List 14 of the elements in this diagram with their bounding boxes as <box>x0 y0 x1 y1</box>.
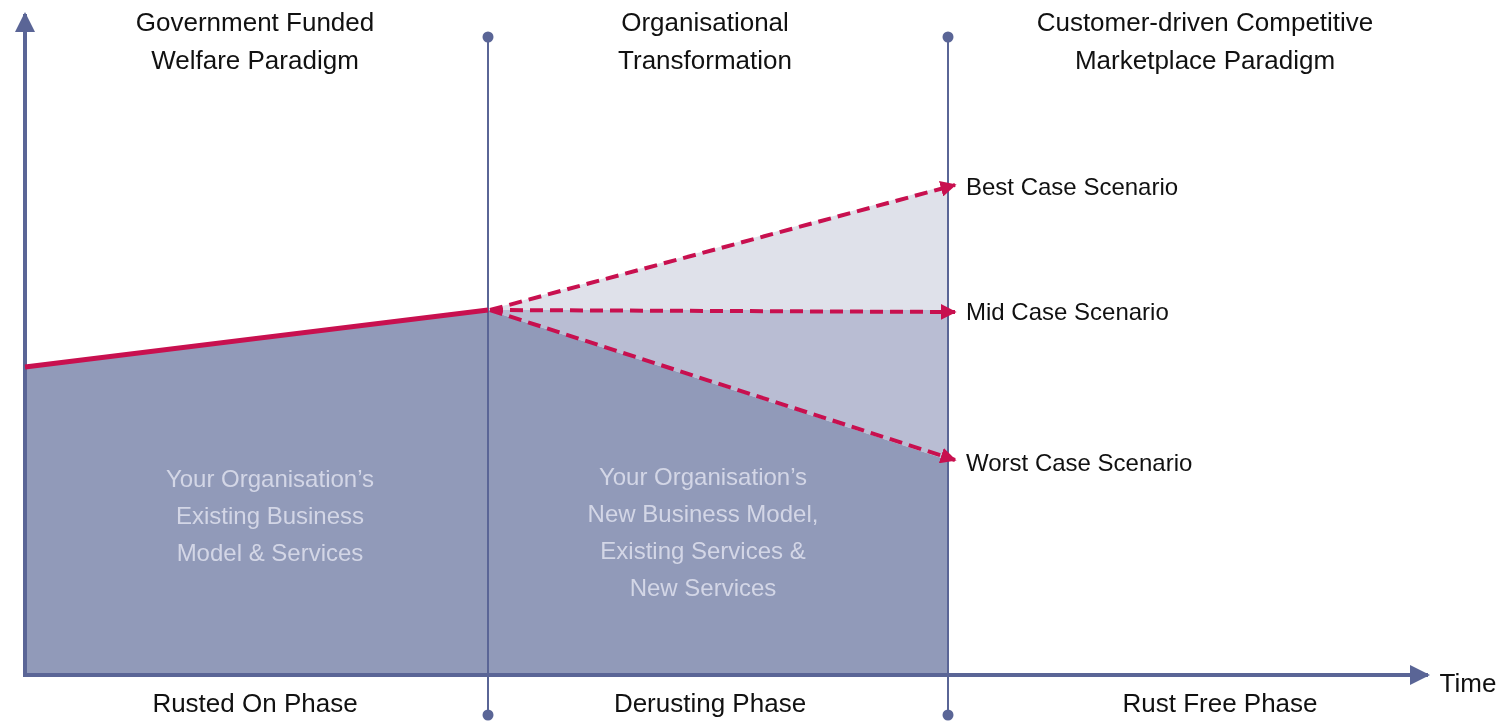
axis-label: Time <box>1438 667 1498 700</box>
phase-label: Rust Free Phase <box>1121 687 1319 720</box>
column-heading: Customer-driven Competitive Marketplace Paradigm <box>1035 6 1375 77</box>
scenario-label: Mid Case Scenario <box>966 297 1169 327</box>
column-heading: Government Funded Welfare Paradigm <box>134 6 376 77</box>
region-text: Your Organisation’s New Business Model, Existing Services & New Services <box>586 462 820 603</box>
region-area <box>25 310 488 675</box>
column-heading: Organisational Transformation <box>617 6 793 77</box>
phase-label: Derusting Phase <box>612 687 808 720</box>
region-text: Your Organisation’s Existing Business Model & Services <box>164 464 376 568</box>
phase-label: Rusted On Phase <box>151 687 359 720</box>
scenario-label: Best Case Scenario <box>966 172 1179 202</box>
region-area <box>488 310 948 675</box>
scenario-label: Worst Case Scenario <box>966 448 1193 478</box>
